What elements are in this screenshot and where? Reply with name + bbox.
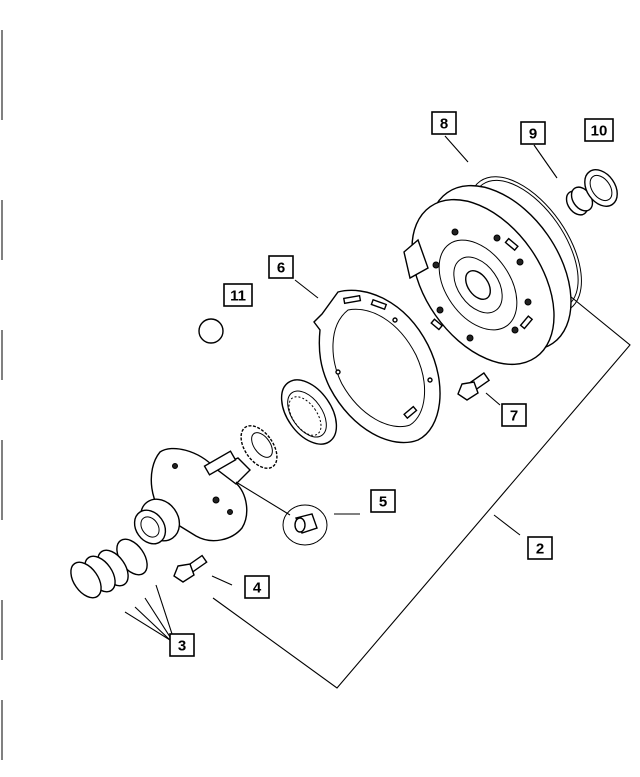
callout-9: 9 [520, 121, 546, 145]
group-bracket-2 [212, 291, 631, 689]
callout-10-label: 10 [591, 123, 608, 140]
callout-7-label: 7 [510, 408, 518, 425]
callout-2: 2 [527, 536, 553, 560]
gasket-part [313, 289, 441, 444]
callout-4: 4 [244, 575, 270, 599]
callout-5-label: 5 [379, 494, 387, 511]
callout-5: 5 [370, 489, 396, 513]
seal-rings-part [70, 538, 148, 599]
bolt-part-7 [457, 372, 491, 401]
callout-9-label: 9 [529, 126, 537, 143]
seal-part [584, 169, 618, 207]
callout-2-label: 2 [536, 541, 544, 558]
leader-lines [124, 135, 558, 641]
check-ball-part [198, 318, 224, 344]
callout-6-label: 6 [277, 260, 285, 277]
inner-gear-part [240, 425, 278, 469]
callout-7: 7 [501, 403, 527, 427]
callout-4-label: 4 [253, 580, 262, 597]
outer-gear-part [280, 379, 338, 445]
callout-10: 10 [584, 118, 614, 142]
valve-part [282, 504, 328, 546]
callout-3-label: 3 [178, 638, 186, 655]
callout-6: 6 [268, 255, 294, 279]
reaction-shaft-support-part [133, 447, 251, 545]
bolt-part-4 [173, 554, 208, 583]
pump-housing-part [403, 184, 572, 366]
callout-11-label: 11 [230, 288, 246, 305]
callout-11: 11 [223, 283, 253, 307]
callout-3: 3 [169, 633, 195, 657]
bushing-part [565, 186, 594, 216]
callout-8: 8 [431, 111, 457, 135]
callout-8-label: 8 [440, 116, 448, 133]
